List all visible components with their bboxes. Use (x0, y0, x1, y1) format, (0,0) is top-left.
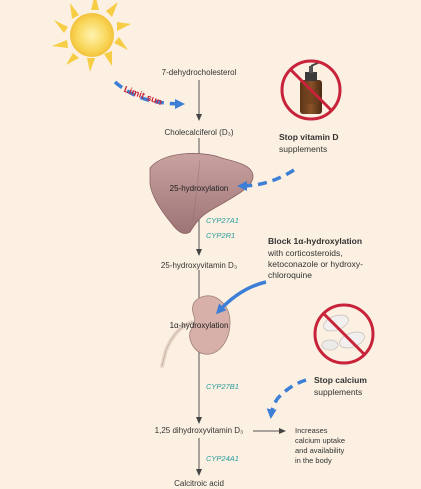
effect-line3: and availability (295, 446, 345, 455)
label-1a-hydroxylation: 1α-hydroxylation (169, 321, 229, 330)
effect-line4: in the body (295, 456, 332, 465)
block-hydroxylation-arrow (215, 280, 267, 315)
stop-calcium-sub: supplements (314, 387, 363, 397)
label-cholecalciferol: Cholecalciferol (D₃) (164, 128, 234, 137)
block-hydroxylation-line1: with corticosteroids, (268, 248, 343, 258)
enzyme-cyp24a1: CYP24A1 (206, 454, 239, 463)
liver-icon (149, 153, 254, 234)
stop-vitamin-d-title: Stop vitamin D (279, 132, 339, 142)
label-25-hydroxyvitamin-d3: 25-hydroxyvitamin D₃ (160, 261, 238, 270)
sun-icon (52, 0, 131, 72)
block-hydroxylation-title: Block 1α-hydroxylation (268, 236, 363, 246)
enzyme-cyp2r1: CYP2R1 (206, 231, 236, 240)
limit-sun-arrow (113, 80, 185, 109)
label-dihydroxyvitamin-d3: 1,25 dihydroxyvitamin D₃ (154, 426, 244, 435)
effect-line2: calcium uptake (295, 436, 346, 445)
block-hydroxylation-line3: chloroquine (268, 270, 312, 280)
stop-vitamin-d-arrow (237, 168, 295, 191)
block-hydroxylation-line2: ketoconazole or hydroxy- (268, 259, 363, 269)
stop-calcium-arrow (266, 378, 307, 419)
stop-calcium-title: Stop calcium (314, 375, 367, 385)
prohibited-sign-icon (313, 303, 375, 365)
stop-vitamin-d-sub: supplements (279, 144, 328, 154)
enzyme-cyp27b1: CYP27B1 (206, 382, 239, 391)
label-25-hydroxylation: 25-hydroxylation (169, 184, 229, 193)
label-calcitroic-acid: Calcitroic acid (174, 479, 224, 488)
label-7-dehydrocholesterol: 7-dehydrocholesterol (161, 68, 237, 77)
prohibited-sign-icon (280, 59, 342, 121)
enzyme-cyp27a1: CYP27A1 (206, 216, 239, 225)
effect-line1: Increases (295, 426, 328, 435)
